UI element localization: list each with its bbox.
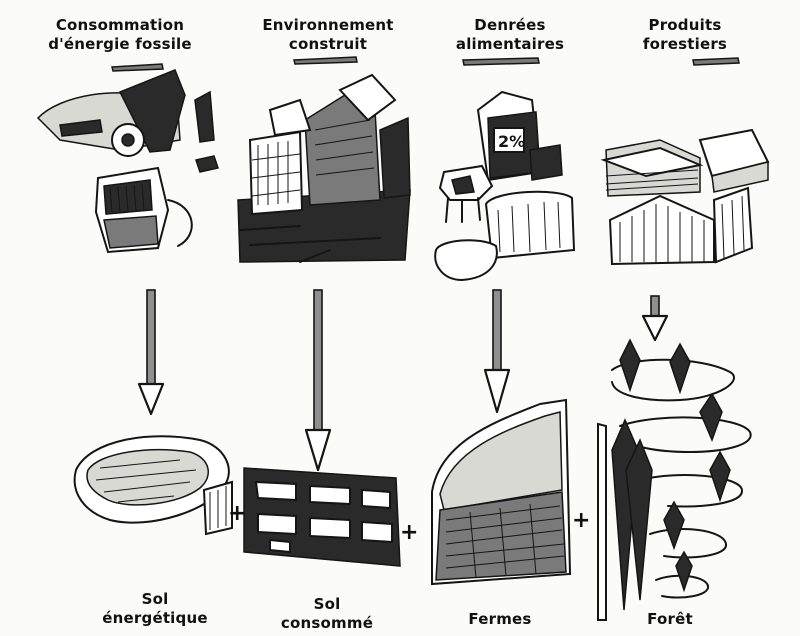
spiral-forest-icon (597, 338, 752, 621)
label-line: d'énergie fossile (48, 35, 192, 53)
built-up-land-grid-icon (243, 467, 401, 567)
plus-sign-2: + (400, 520, 419, 545)
label-line: Sol (313, 595, 341, 613)
label-consumed-land: Sol consommé (262, 595, 392, 633)
label-line: forestiers (642, 35, 728, 53)
label-line: Sol (141, 590, 169, 608)
label-line: Fermes (468, 610, 532, 628)
label-line: Consommation (55, 16, 185, 34)
underline-food (462, 57, 540, 66)
label-line: Produits (648, 16, 722, 34)
plus-sign-3: + (572, 508, 591, 533)
label-food-products: Denrées alimentaires (440, 16, 580, 54)
books-and-wooden-house-icon (600, 128, 770, 266)
label-forest-products: Produits forestiers (615, 16, 755, 54)
arrow-food (483, 289, 511, 414)
label-line: construit (288, 35, 368, 53)
plus-sign-1: + (228, 501, 247, 526)
label-line: consommé (280, 614, 374, 632)
arrow-fossil (137, 289, 165, 416)
arrow-forest (641, 295, 669, 342)
label-energy-land: Sol énergétique (80, 590, 230, 628)
arrow-built (304, 289, 332, 472)
underline-fossil (111, 63, 164, 72)
energy-land-icon (73, 435, 233, 536)
milk-cow-bread-icon: 2% (434, 90, 576, 282)
city-buildings-icon (237, 73, 411, 263)
label-line: Denrées (474, 16, 546, 34)
label-line: Environnement (262, 16, 394, 34)
label-line: Forêt (647, 610, 693, 628)
underline-built (293, 56, 358, 65)
label-built-environment: Environnement construit (238, 16, 418, 54)
label-line: alimentaires (455, 35, 565, 53)
farm-fields-icon (431, 398, 572, 586)
svg-text:2%: 2% (498, 132, 525, 151)
label-forest: Forêt (625, 610, 715, 629)
car-and-gas-pump-icon (36, 69, 219, 254)
underline-forest (692, 57, 740, 66)
label-fossil-energy-consumption: Consommation d'énergie fossile (20, 16, 220, 54)
header-underlines (111, 56, 740, 72)
label-farms: Fermes (450, 610, 550, 629)
label-line: énergétique (102, 609, 208, 627)
